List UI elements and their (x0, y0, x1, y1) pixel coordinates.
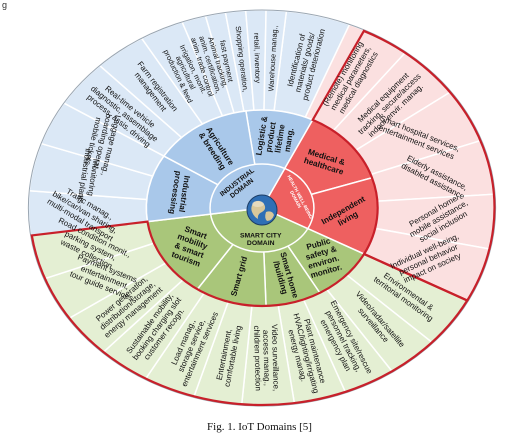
globe-icon (246, 194, 278, 226)
outer-sector-label: Warehouse manag., (266, 25, 279, 92)
smartcity-domain-outline (30, 220, 469, 407)
outer-sector-label: Video surveillance,access manag.,childre… (252, 324, 281, 392)
svg-text:Logistic &productlifetimemang.: Logistic &productlifetimemang. (254, 115, 296, 160)
outer-sector-label: retail, inventory (252, 33, 262, 84)
middle-sector-label: Logistic &productlifetimemang. (254, 115, 296, 160)
health-domain-outline (311, 29, 496, 302)
svg-text:Warehouse manag.,: Warehouse manag., (266, 25, 279, 92)
corner-mark: g (2, 0, 8, 10)
figure-caption: Fig. 1. IoT Domains [5] (207, 421, 312, 433)
svg-text:retail, inventory: retail, inventory (252, 33, 262, 84)
svg-text:Video surveillance,access mana: Video surveillance,access manag.,childre… (252, 324, 281, 392)
